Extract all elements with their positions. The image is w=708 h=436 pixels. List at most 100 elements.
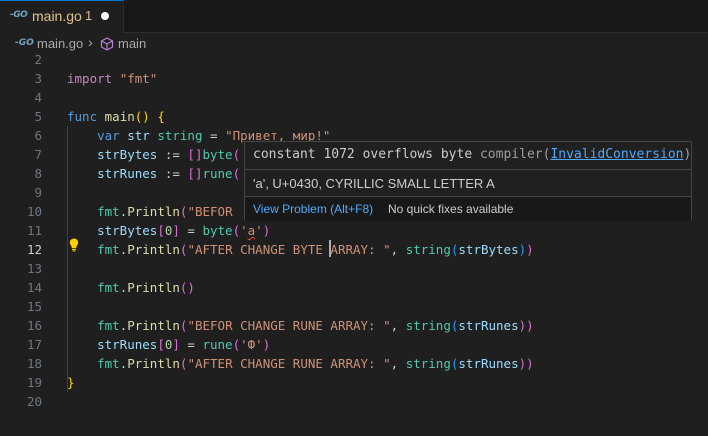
code-line[interactable]: 15 [0, 297, 708, 316]
code-token: ( [450, 356, 459, 371]
code-text: var str string = "Привет, мир!" [67, 126, 330, 145]
lightbulb-icon[interactable] [69, 238, 79, 252]
line-number: 14 [26, 280, 42, 295]
code-token: , [390, 356, 406, 371]
code-token: strRunes [67, 337, 158, 352]
code-token: ( [232, 337, 241, 352]
code-text: func main() { [67, 107, 165, 126]
hover-status-bar: View Problem (Alt+F8) No quick fixes ava… [245, 196, 691, 221]
line-number: 15 [26, 299, 42, 314]
line-number: 16 [26, 318, 42, 333]
line-number: 3 [34, 71, 42, 86]
line-number: 9 [34, 185, 42, 200]
hover-char-info: 'а', U+0430, CYRILLIC SMALL LETTER A [253, 176, 495, 191]
code-token: func [67, 109, 105, 124]
code-line[interactable]: 18 fmt.Println("AFTER CHANGE RUNE ARRAY:… [0, 354, 708, 373]
code-token: byte [202, 147, 233, 162]
code-text: strRunes := []rune( [67, 164, 240, 183]
code-token: 0 [164, 337, 173, 352]
code-line[interactable]: 20 [0, 392, 708, 411]
code-token: ) [262, 223, 271, 238]
line-number: 7 [34, 147, 42, 162]
code-line[interactable]: 14 fmt.Println() [0, 278, 708, 297]
code-line[interactable]: 12 fmt.Println("AFTER CHANGE BYTE ARRAY:… [0, 240, 708, 259]
tab-main-go[interactable]: -GO main.go 1 [0, 0, 124, 33]
code-token: ] [172, 223, 180, 238]
code-token: [] [187, 166, 203, 181]
code-token: ( [450, 242, 459, 257]
code-token: . [119, 280, 128, 295]
code-token: ( [450, 318, 459, 333]
code-token: "BEFOR CHANGE RUNE ARRAY: " [187, 318, 391, 333]
code-token: fmt [67, 280, 120, 295]
code-line[interactable]: 9 [0, 183, 708, 202]
hover-divider [245, 169, 691, 170]
code-token: () [134, 109, 158, 124]
code-token: [ [157, 223, 165, 238]
line-number: 11 [26, 223, 42, 238]
code-token: . [119, 242, 128, 257]
code-text: fmt.Println() [67, 278, 195, 297]
code-token: ( [232, 166, 241, 181]
tab-title: main.go [32, 8, 82, 24]
line-number: 2 [34, 52, 42, 67]
code-token: ( [179, 356, 188, 371]
code-line[interactable]: 19} [0, 373, 708, 392]
code-token: strBytes [458, 242, 519, 257]
code-token: strBytes [67, 147, 158, 162]
line-number: 8 [34, 166, 42, 181]
code-line[interactable]: 16 fmt.Println("BEFOR CHANGE RUNE ARRAY:… [0, 316, 708, 335]
code-text: } [67, 373, 75, 392]
code-line[interactable]: 17 strRunes[0] = rune('Ф') [0, 335, 708, 354]
code-line[interactable]: 2 [0, 50, 708, 69]
code-token: Println [127, 356, 180, 371]
breadcrumb-symbol[interactable]: main [118, 36, 147, 51]
view-problem-link[interactable]: View Problem (Alt+F8) [253, 202, 374, 216]
code-token: () [179, 280, 195, 295]
breadcrumb-file[interactable]: main.go [37, 36, 84, 51]
line-number: 20 [26, 394, 42, 409]
unsaved-dot-icon[interactable] [101, 12, 109, 20]
code-token: rune [202, 166, 233, 181]
code-token: { [157, 109, 165, 124]
code-token: ) [526, 242, 534, 257]
line-number: 18 [26, 356, 42, 371]
code-token: strRunes [67, 166, 158, 181]
code-token: Println [127, 242, 180, 257]
code-token: string [405, 318, 451, 333]
go-file-icon: -GO [10, 10, 28, 20]
method-cube-icon [100, 37, 114, 51]
code-token: fmt [67, 204, 120, 219]
line-number: 12 [26, 242, 42, 257]
code-token: 'Ф' [240, 337, 263, 352]
code-token: := [157, 166, 188, 181]
code-line[interactable]: 13 [0, 259, 708, 278]
breadcrumb: -GO main.go › main [0, 33, 708, 55]
code-token: ' [255, 223, 263, 238]
code-token: rune [202, 337, 233, 352]
code-line[interactable]: 6 var str string = "Привет, мир!" [0, 126, 708, 145]
code-token: ) [518, 242, 527, 257]
hover-source: compiler( [479, 147, 551, 162]
code-line[interactable]: 4 [0, 88, 708, 107]
hover-code-link[interactable]: InvalidConversion [550, 147, 684, 162]
code-token: . [119, 356, 128, 371]
code-line[interactable]: 8 strRunes := []rune( [0, 164, 708, 183]
code-token: string [405, 356, 451, 371]
go-file-icon: -GO [15, 38, 34, 48]
code-token: ( [179, 204, 188, 219]
code-token: [ [157, 337, 165, 352]
code-token: )) [518, 318, 534, 333]
code-token: "fmt" [119, 71, 158, 86]
code-line[interactable]: 7 strBytes := []byte( [0, 145, 708, 164]
text-cursor [329, 240, 331, 257]
code-line[interactable]: 11 strBytes[0] = byte('а') [0, 221, 708, 240]
tab-bar: -GO main.go 1 [0, 0, 708, 33]
code-line[interactable]: 10 fmt.Println("BEFOR [0, 202, 708, 221]
hover-source-close: ) [683, 147, 692, 162]
code-token: var [67, 128, 128, 143]
code-token: Println [127, 318, 180, 333]
